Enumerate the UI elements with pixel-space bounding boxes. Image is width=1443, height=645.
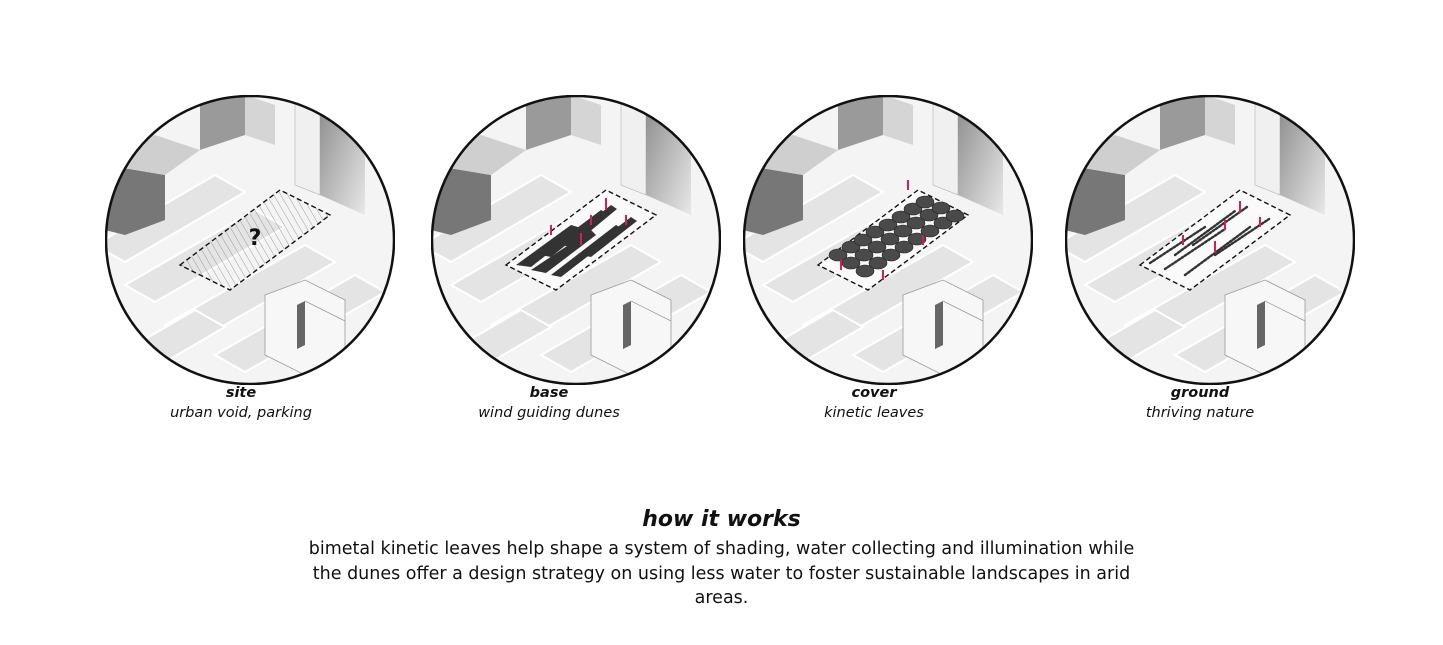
diagram-base — [431, 95, 721, 385]
wind-arrows — [550, 198, 627, 245]
vegetation — [1148, 205, 1271, 277]
caption-site: site urban void, parking — [96, 384, 386, 423]
caption-title: base — [529, 385, 569, 401]
dunes — [516, 205, 637, 277]
explanation-title: how it works — [642, 507, 801, 532]
ground-illustration — [1065, 95, 1355, 385]
kinetic-leaves — [828, 195, 965, 278]
caption-title: site — [225, 385, 257, 401]
cover-illustration — [743, 95, 1033, 385]
caption-subtitle: wind guiding dunes — [478, 405, 620, 421]
caption-title: ground — [1170, 385, 1230, 401]
caption-subtitle: kinetic leaves — [824, 405, 924, 421]
diagram-site: ? — [105, 95, 395, 385]
caption-subtitle: thriving nature — [1145, 405, 1255, 421]
circle-frame — [105, 95, 395, 385]
growth-arrows — [1182, 201, 1261, 253]
caption-title: cover — [851, 385, 897, 401]
caption-cover: cover kinetic leaves — [729, 384, 1019, 423]
leaf-arrows — [840, 180, 924, 280]
caption-subtitle: urban void, parking — [170, 405, 312, 421]
diagram-ground — [1065, 95, 1355, 385]
circle-frame — [743, 95, 1033, 385]
diagram-cover — [743, 95, 1033, 385]
caption-base: base wind guiding dunes — [404, 384, 694, 423]
circle-frame — [431, 95, 721, 385]
base-illustration — [431, 95, 721, 385]
site-illustration: ? — [105, 95, 395, 385]
question-mark: ? — [249, 226, 262, 251]
explanation-block: how it works bimetal kinetic leaves help… — [300, 506, 1143, 611]
explanation-body: bimetal kinetic leaves help shape a syst… — [308, 539, 1135, 608]
caption-ground: ground thriving nature — [1055, 384, 1345, 423]
circle-frame — [1065, 95, 1355, 385]
